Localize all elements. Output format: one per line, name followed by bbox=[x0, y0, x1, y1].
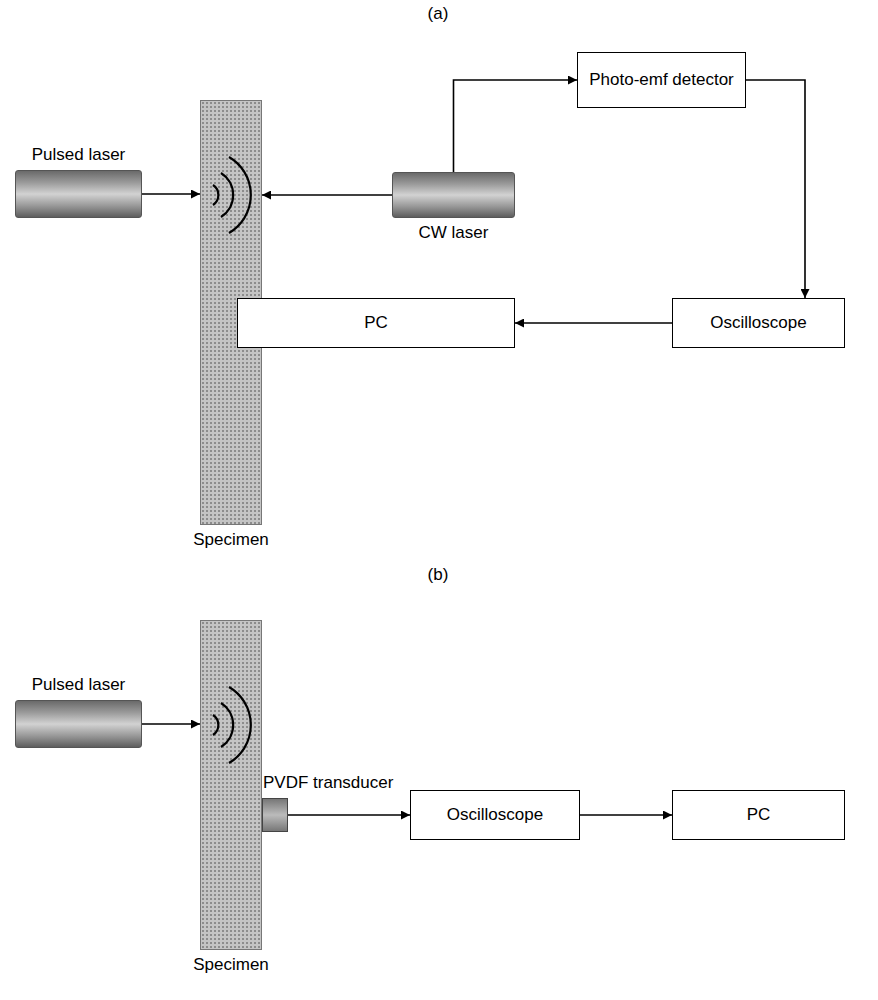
wave-front bbox=[221, 703, 233, 747]
part-label: PVDF transducer bbox=[263, 773, 393, 793]
box-label: PC bbox=[364, 313, 388, 333]
signal-arrow bbox=[142, 723, 200, 725]
signal-arrow bbox=[580, 814, 672, 816]
part-label: Specimen bbox=[193, 530, 269, 550]
signal-arrow bbox=[288, 814, 410, 816]
panel-label: (b) bbox=[428, 565, 449, 585]
signal-arrow bbox=[262, 194, 392, 196]
box-label: Oscilloscope bbox=[710, 313, 806, 333]
oscilloscope-box: Oscilloscope bbox=[672, 298, 845, 348]
wave-front bbox=[221, 173, 233, 217]
pulsed-laser: Pulsed laser bbox=[15, 170, 142, 218]
detector-box: Photo-emf detector bbox=[577, 52, 746, 108]
wave-front bbox=[229, 687, 251, 763]
part-label: CW laser bbox=[419, 223, 489, 243]
cw-laser: CW laser bbox=[392, 172, 515, 218]
box-label: PC bbox=[747, 805, 771, 825]
box-label: Photo-emf detector bbox=[589, 70, 734, 90]
part-label: Specimen bbox=[193, 955, 269, 975]
pc-box: PC bbox=[672, 790, 845, 840]
panel-label: (a) bbox=[428, 4, 449, 24]
wave-fronts bbox=[201, 621, 261, 949]
box-label: Oscilloscope bbox=[447, 805, 543, 825]
signal-arrow bbox=[746, 80, 805, 298]
part-label: Pulsed laser bbox=[32, 145, 126, 165]
wave-front bbox=[213, 185, 218, 205]
signal-arrow bbox=[142, 193, 200, 195]
oscilloscope-box: Oscilloscope bbox=[410, 790, 580, 840]
pvdf-transducer: PVDF transducer bbox=[262, 798, 288, 832]
signal-arrow bbox=[515, 322, 672, 324]
pc-box: PC bbox=[237, 298, 515, 348]
wave-front bbox=[213, 715, 218, 735]
signal-arrow bbox=[454, 80, 578, 172]
wave-front bbox=[229, 157, 251, 233]
pulsed-laser: Pulsed laser bbox=[15, 700, 142, 748]
specimen-plate: Specimen bbox=[200, 620, 262, 950]
part-label: Pulsed laser bbox=[32, 675, 126, 695]
